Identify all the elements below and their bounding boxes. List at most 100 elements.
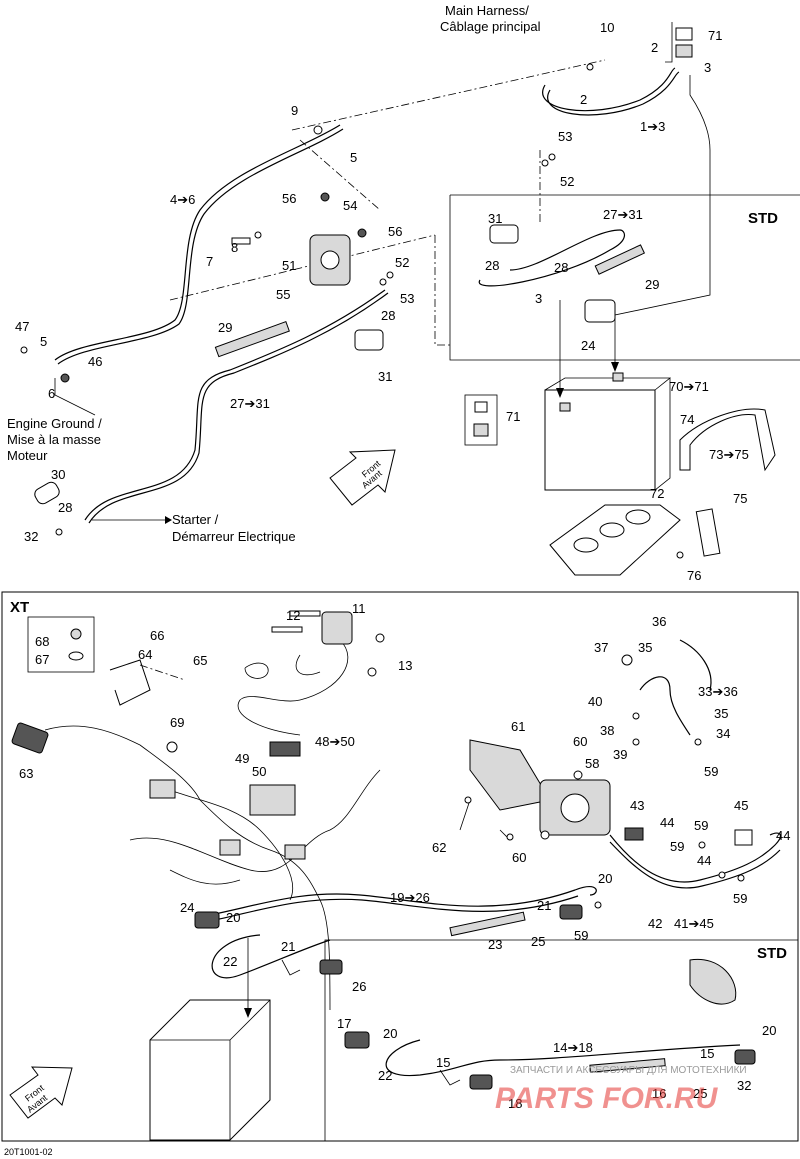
callout-22b: 22 [378,1068,392,1083]
nut-13b [367,667,377,677]
callout-3a: 3 [704,60,711,75]
callout-50: 50 [252,764,266,779]
bolt-47 [20,346,28,354]
callout-31b: 31 [488,211,502,226]
nut-71 [675,27,693,41]
callout-29a: 29 [218,320,232,335]
callout-25a: 25 [531,934,545,949]
arrow-starter [165,516,172,524]
callout-15a: 15 [700,1046,714,1061]
callout-2a: 2 [651,40,658,55]
loop-22 [211,934,331,979]
callout-64: 64 [138,647,152,662]
sleeve-36 [679,639,712,691]
boot-18 [469,1074,493,1090]
harness-route-line [614,75,711,370]
std-cable-14-18 [385,1039,741,1077]
leader-engine-ground [54,378,96,416]
callout-53: 53 [558,129,572,144]
callout-3b: 3 [535,291,542,306]
guide-dash-3 [169,234,436,301]
std-sleeve-16 [589,1058,666,1073]
callout-17: 17 [337,1016,351,1031]
callout-7: 7 [206,254,213,269]
boot-25 [559,904,583,920]
nut-59d [737,874,745,882]
boot-43 [624,827,644,841]
cable-41-45-edge [609,841,781,889]
bracket-15 [439,1069,461,1086]
starter-line2: Démarreur Electrique [172,529,296,544]
nut-39 [632,738,640,746]
callout-59c: 59 [670,839,684,854]
callout-34: 34 [716,726,730,741]
callout-25b: 25 [693,1086,707,1101]
callout-23: 23 [488,937,502,952]
callout-56b: 56 [388,224,402,239]
washer-67 [68,651,84,661]
harness-branch-2 [149,779,294,901]
callout-27-31a: 27➔31 [230,396,270,411]
main-harness-line2: Câblage principal [440,19,541,34]
callout-42: 42 [648,916,662,931]
std-label-top: STD [748,210,778,227]
protector-sleeve-29 [214,320,290,358]
callout-65: 65 [193,653,207,668]
callout-21a: 21 [537,898,551,913]
callout-20d: 20 [383,1026,397,1041]
boot-24 [194,911,220,929]
callout-20b: 20 [226,910,240,925]
callout-51: 51 [282,258,296,273]
boot-30 [34,481,60,505]
callout-24b: 24 [180,900,194,915]
callout-12: 12 [286,608,300,623]
starter-line1: Starter / [172,512,219,527]
starter-std-thumb [689,958,737,1005]
engine-ground-line2: Mise à la masse [7,432,101,447]
boot-26 [319,959,343,975]
engine-ground-line1: Engine Ground / [7,416,102,431]
callout-28a: 28 [381,308,395,323]
callout-16: 16 [652,1086,666,1101]
callout-24: 24 [581,338,595,353]
callout-22a: 22 [223,954,237,969]
battery-tray-72 [549,504,681,576]
cable-41-45 [609,832,782,883]
callout-67: 67 [35,652,49,667]
callout-20c: 20 [762,1023,776,1038]
callout-4-6: 4➔6 [170,192,195,207]
callout-32: 32 [24,529,38,544]
callout-69: 69 [170,715,184,730]
screw-76 [676,551,684,559]
std-box-dash [434,235,450,346]
callout-71b: 71 [506,409,520,424]
bolt-12b [289,610,321,617]
nut-59e [594,901,602,909]
callout-62: 62 [432,840,446,855]
inset-71-box [464,394,498,446]
callout-47: 47 [15,319,29,334]
callout-6: 6 [48,386,55,401]
callout-75: 75 [733,491,747,506]
tray-well-2 [599,522,625,538]
screw-68 [70,628,82,640]
terminal-boot-31 [354,329,384,351]
screw-10 [586,63,594,71]
callout-36: 36 [652,614,666,629]
tray-well-1 [573,537,599,553]
arrow-battery-xt [244,1008,252,1018]
nut-59c [698,841,706,849]
connector-63 [11,722,49,754]
std-label-bottom: STD [757,945,787,962]
strap-bracket-75 [695,508,721,557]
battery-xt [149,999,271,1141]
callout-49: 49 [235,751,249,766]
callout-8: 8 [231,240,238,255]
xt-frame [1,591,799,1142]
callout-60b: 60 [512,850,526,865]
battery-terminal-pos [612,372,624,382]
callout-20a: 20 [598,871,612,886]
harness-connector-1 [149,779,176,799]
washer-52 [541,159,549,167]
ring-62b [506,833,514,841]
